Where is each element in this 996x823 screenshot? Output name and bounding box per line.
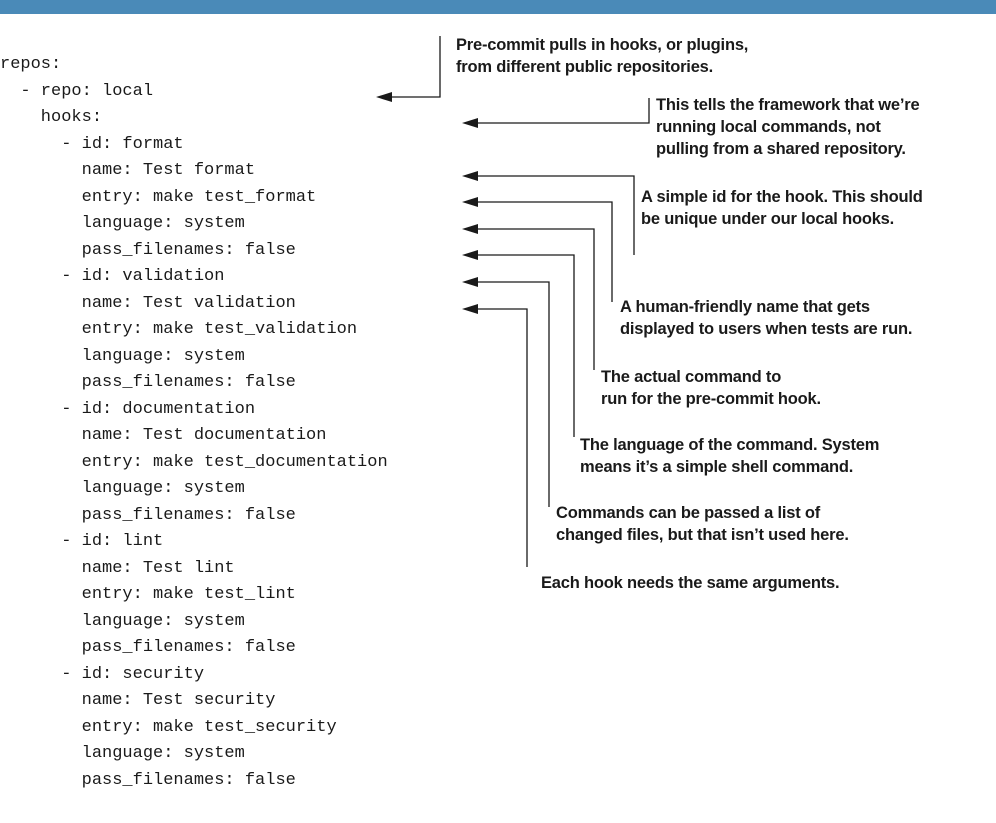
annotation-line: The actual command to (601, 368, 782, 386)
annotation-line: pulling from a shared repository. (656, 140, 906, 158)
code-line: language: system (0, 611, 245, 631)
code-line: repos: (0, 55, 62, 74)
annotation-line: A simple id for the hook. This should (641, 188, 923, 206)
top-banner (0, 0, 996, 14)
arrowhead-icon (462, 171, 478, 181)
annotation-line: Pre-commit pulls in hooks, or plugins, (456, 36, 749, 54)
code-line: - id: format (0, 134, 184, 154)
annotation-line: This tells the framework that we’re (656, 96, 920, 114)
code-line: - id: validation (0, 267, 225, 286)
arrowhead-icon (462, 197, 478, 207)
code-line: language: system (0, 744, 245, 763)
code-line: language: system (0, 214, 245, 233)
code-line: entry: make test_format (0, 187, 317, 207)
yaml-code-listing: repos: - repo: local hooks: - id: format… (0, 52, 388, 794)
leader-line-pass-filenames (476, 281, 550, 507)
leader-line-entry (476, 228, 595, 370)
code-line: - id: documentation (0, 399, 256, 419)
annotation-language: The language of the command. System mean… (580, 434, 879, 478)
annotation-line: running local commands, not (656, 118, 881, 136)
leader-line-language (476, 254, 575, 437)
annotation-local: This tells the framework that we’re runn… (656, 94, 920, 160)
code-line: pass_filenames: false (0, 770, 296, 790)
leader-line-local (476, 98, 650, 124)
arrowhead-icon (462, 277, 478, 287)
code-line: pass_filenames: false (0, 638, 296, 657)
code-line: pass_filenames: false (0, 373, 296, 392)
code-line: hooks: (0, 108, 103, 127)
code-line: entry: make test_validation (0, 320, 358, 339)
annotation-entry: The actual command to run for the pre-co… (601, 366, 821, 410)
annotation-line: Commands can be passed a list of (556, 504, 821, 522)
code-line: pass_filenames: false (0, 505, 296, 525)
annotation-line: run for the pre-commit hook. (601, 390, 821, 408)
arrowhead-icon (462, 224, 478, 234)
arrowhead-icon (462, 118, 478, 128)
annotation-line: be unique under our local hooks. (641, 210, 895, 228)
code-line: name: Test security (0, 691, 276, 710)
code-line: entry: make test_security (0, 717, 337, 737)
annotation-line: Each hook needs the same arguments. (541, 574, 840, 592)
annotation-line: changed files, but that isn’t used here. (556, 526, 849, 544)
annotation-line: means it’s a simple shell command. (580, 458, 854, 476)
annotation-each-hook: Each hook needs the same arguments. (541, 572, 840, 594)
leader-line-id (476, 175, 635, 255)
code-line: entry: make test_documentation (0, 452, 388, 472)
annotation-name: A human-friendly name that gets displaye… (620, 296, 912, 340)
code-line: name: Test format (0, 161, 256, 180)
annotation-line: from different public repositories. (456, 58, 714, 76)
annotation-line: displayed to users when tests are run. (620, 320, 913, 338)
code-line: - id: security (0, 664, 205, 684)
arrowhead-icon (462, 250, 478, 260)
leader-line-each-hook (476, 308, 528, 567)
code-line: name: Test validation (0, 293, 296, 313)
arrowhead-icon (462, 304, 478, 314)
arrowhead-icon (376, 92, 392, 102)
code-line: name: Test documentation (0, 426, 327, 445)
annotation-id: A simple id for the hook. This should be… (641, 186, 923, 230)
annotation-line: A human-friendly name that gets (620, 298, 870, 316)
code-line: language: system (0, 346, 245, 366)
code-line: entry: make test_lint (0, 585, 296, 604)
annotation-line: The language of the command. System (580, 436, 880, 454)
leader-line-repos (390, 36, 441, 98)
annotation-repos: Pre-commit pulls in hooks, or plugins, f… (456, 34, 748, 78)
leader-line-name (476, 201, 613, 302)
code-line: pass_filenames: false (0, 240, 296, 260)
code-line: - id: lint (0, 532, 164, 551)
code-line: language: system (0, 479, 245, 498)
annotation-pass-filenames: Commands can be passed a list of changed… (556, 502, 849, 546)
code-line: - repo: local (0, 81, 154, 101)
code-line: name: Test lint (0, 558, 235, 578)
